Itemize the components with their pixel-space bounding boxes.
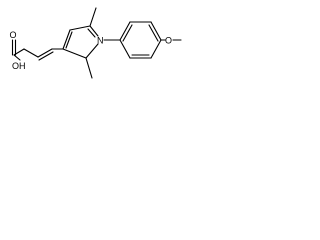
- vinyl-double-bond-a: [37, 48, 53, 58]
- pyrrole-n-label: N: [97, 36, 104, 46]
- benzene-bond-1-inner: [122, 24, 133, 42]
- benzene-bond-3-inner: [148, 24, 159, 42]
- pyrrole-n-c2: [85, 43, 99, 59]
- methyl-bottom-bond: [85, 57, 93, 79]
- benzene-ring: [119, 21, 182, 59]
- pyrrole-ring: [62, 7, 121, 79]
- benzene-bond-3: [150, 21, 162, 41]
- pyrrole-c2-c3: [62, 48, 87, 59]
- carboxyl-group: [11, 39, 25, 61]
- vinyl-chain: [23, 48, 64, 61]
- c-oh-bond: [13, 54, 21, 61]
- benzene-bond-6: [119, 39, 131, 59]
- chemical-structure-diagram: O OH N O: [0, 0, 183, 89]
- atom-labels: O OH N O: [10, 30, 173, 71]
- ether-o-label: O: [165, 36, 172, 46]
- vinyl-double-bond-b: [38, 51, 54, 61]
- benzene-bond-4: [150, 39, 162, 59]
- acid-vinyl-bond: [13, 48, 25, 56]
- molecule-drawing: O OH N O: [10, 7, 182, 79]
- pyrrole-c3-c4-double: [65, 31, 73, 49]
- benzene-bond-1: [119, 21, 131, 41]
- pyrrole-c5-n-double: [87, 28, 96, 38]
- vinyl-single-bond: [23, 48, 39, 58]
- methyl-top-bond: [89, 7, 97, 27]
- pyrrole-c3-c4: [62, 29, 71, 50]
- pyrrole-c5-n: [89, 25, 99, 37]
- carbonyl-o-label: O: [10, 30, 17, 40]
- pyrrole-c4-c5: [69, 25, 91, 31]
- carboxyl-oh-label: OH: [12, 61, 26, 71]
